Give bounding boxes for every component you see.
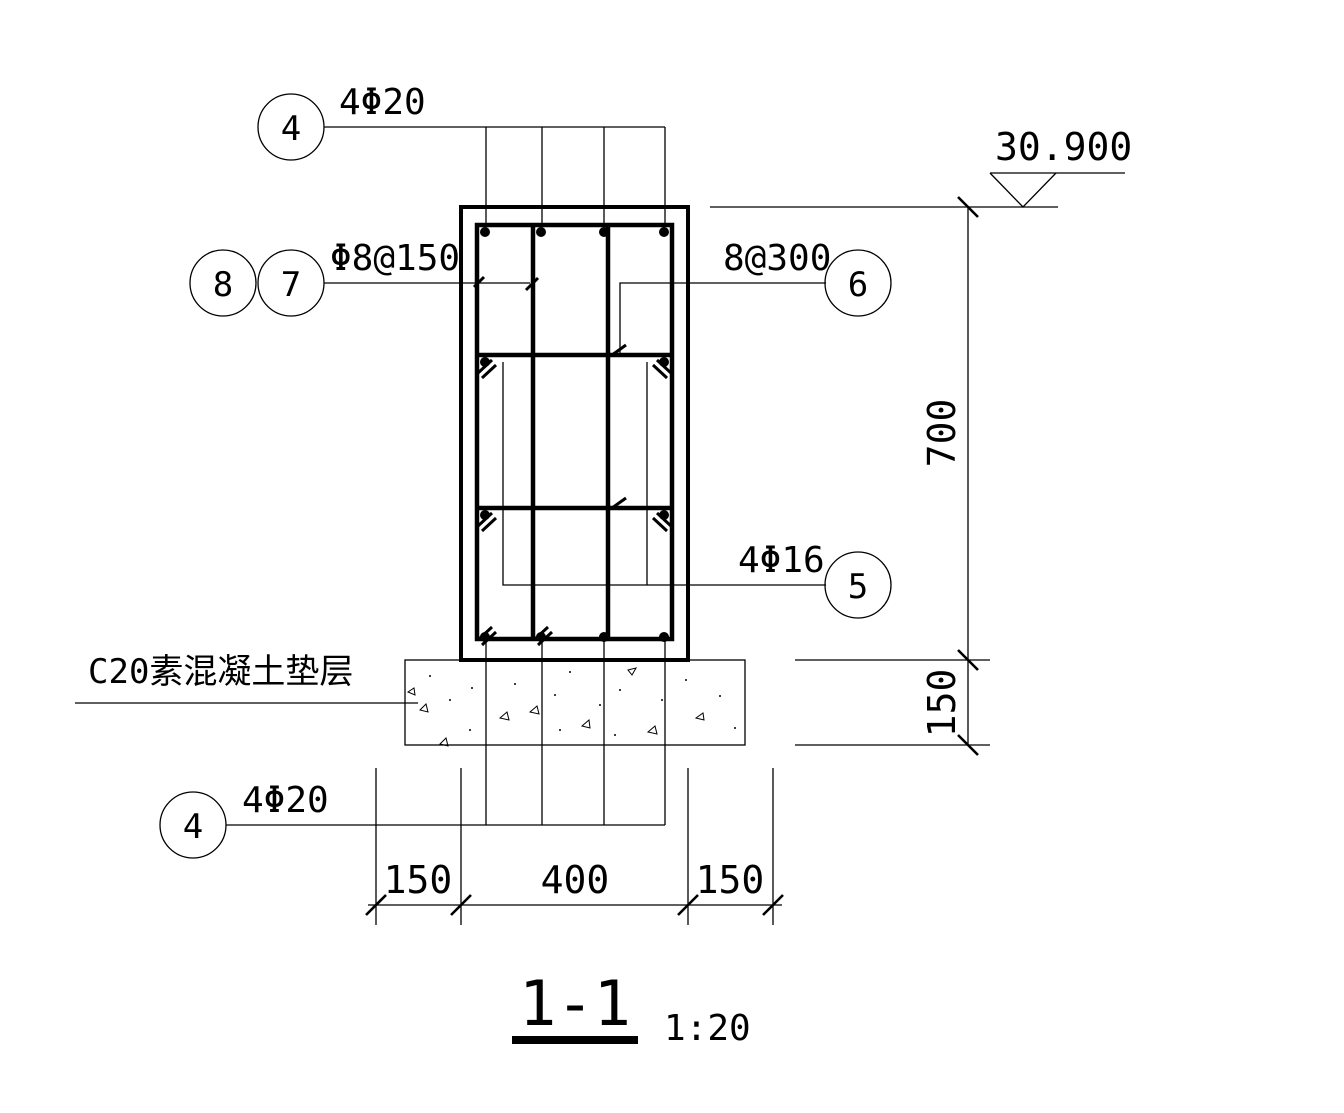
beam-outline [459,205,690,662]
concrete-dots [429,671,736,736]
callout-stirrups-label: Φ8@150 [330,238,460,279]
dim-beam-height: 700 [920,399,964,468]
callout-top-bars-label: 4Φ20 [339,82,426,123]
callout-top-bars: 4 4Φ20 [257,82,666,225]
stirrup-outer [474,222,675,642]
callout-side-bars-label: 4Φ16 [738,540,825,581]
dim-right-offset: 150 [696,858,765,902]
tie-bar-leader-path [619,282,826,355]
side-rebars [480,357,669,520]
concrete-hatch [406,667,705,747]
callout-tie-bars-label: 8@300 [723,238,831,279]
dim-bedding-thickness: 150 [920,669,964,738]
vertical-dimensions: 700 150 [795,196,990,756]
side-bar-leader-path [502,362,826,586]
callout-tie-bars-mark: 6 [848,265,868,305]
bedding-layer [404,659,746,747]
section-scale: 1:20 [664,1008,751,1049]
section-title-underline [512,1036,638,1044]
callout-top-bars-mark: 4 [281,109,301,149]
callout-bedding: C20素混凝土垫层 [75,652,418,704]
callout-side-bars: 5 4Φ16 [738,540,892,619]
callout-tie-bars: 6 8@300 [723,238,892,317]
elevation-value: 30.900 [995,125,1132,169]
reinforcement-cage [472,222,826,647]
horizontal-dimensions: 150 400 150 [365,768,784,925]
callout-bottom-bars-mark: 4 [183,807,203,847]
stirrup-hooks [472,275,673,647]
callout-stirrups-mark-b: 7 [281,265,301,305]
elevation-marker: 30.900 [710,125,1132,208]
callout-bottom-bars: 4 4Φ20 [159,639,666,859]
section-title-block: 1-1 1:20 [512,967,751,1049]
callout-bedding-label: C20素混凝土垫层 [88,652,353,692]
dim-left-offset: 150 [384,858,453,902]
callout-bottom-bars-label: 4Φ20 [242,780,329,821]
top-rebars [480,227,669,237]
callout-stirrups: 8 7 Φ8@150 [189,238,530,317]
callout-stirrups-mark-a: 8 [213,265,233,305]
section-title: 1-1 [519,967,631,1040]
dim-beam-width: 400 [541,858,610,902]
callout-side-bars-mark: 5 [848,567,868,607]
